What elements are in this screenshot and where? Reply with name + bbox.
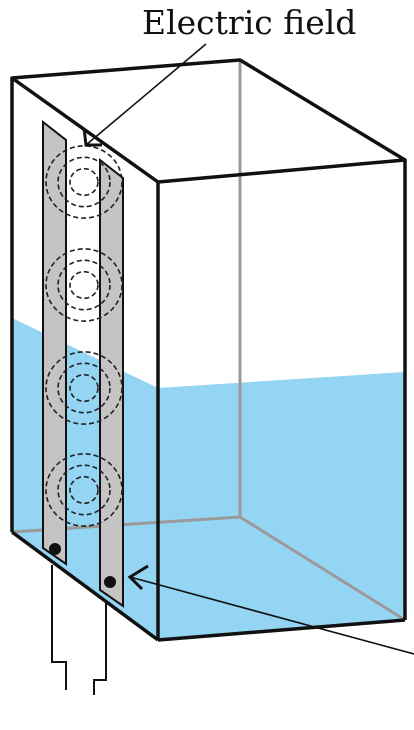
electric-field-lines [45, 145, 123, 527]
field-line-4-3 [45, 453, 123, 527]
electrode-left [42, 119, 67, 566]
electrode-right [99, 157, 124, 608]
liquid-front-face [158, 372, 405, 640]
field-line-3-3 [45, 351, 123, 425]
field-line-1-3 [45, 145, 123, 219]
tank-bottom-front-edge [157, 618, 406, 642]
electrode-arrowhead [127, 564, 149, 591]
lead-wire-left [51, 565, 67, 690]
hidden-bottom-edge-right [239, 515, 406, 622]
field-line-3-2 [57, 362, 111, 414]
tank-top-face [10, 58, 407, 184]
electric-field-pointer-line [85, 43, 207, 146]
annotation-arrows [82, 43, 414, 655]
electric-field-arrowhead [82, 127, 102, 147]
field-line-1-1 [69, 167, 99, 197]
electrode-pair [42, 119, 124, 608]
field-line-2-3 [45, 248, 123, 322]
terminal-left [49, 543, 61, 555]
tank-outline [10, 58, 407, 642]
lead-wire-right [93, 603, 107, 695]
terminal-right [104, 576, 116, 588]
sensor-terminals [49, 543, 116, 695]
field-line-4-2 [57, 464, 111, 516]
electric-field-label: Electric field [142, 3, 356, 42]
field-line-1-2 [57, 156, 111, 208]
field-line-4-1 [69, 475, 99, 505]
liquid-left-face [12, 318, 158, 640]
field-line-3-1 [69, 373, 99, 403]
field-line-2-1 [69, 270, 99, 300]
tank-bottom-left-edge [10, 530, 160, 642]
field-line-2-2 [57, 259, 111, 311]
electrode-pointer-line [129, 576, 414, 655]
